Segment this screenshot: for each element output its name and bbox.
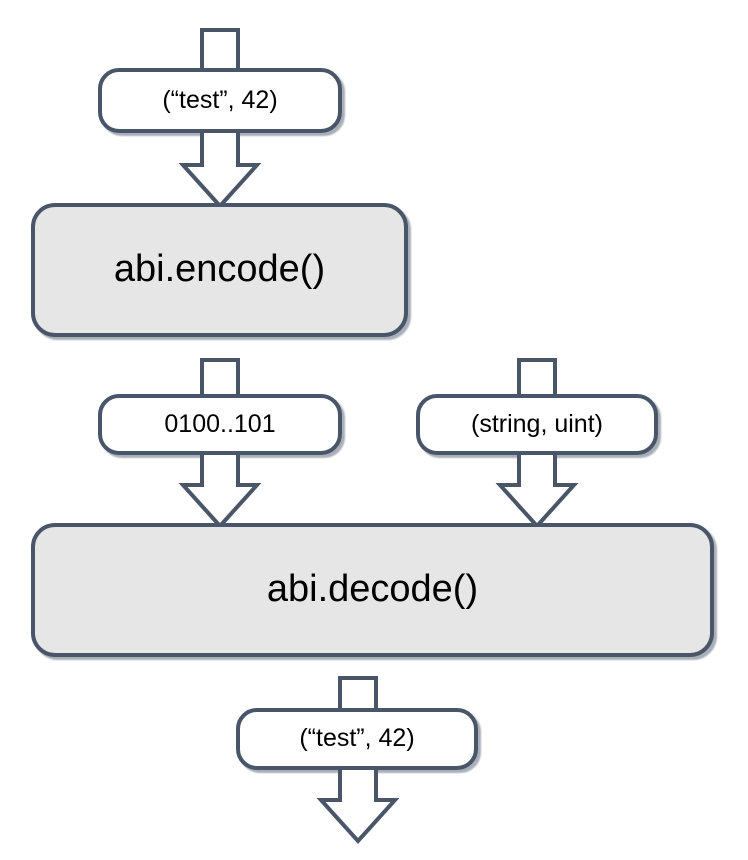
- arrow-down-icon-into-input: [200, 28, 240, 73]
- node-abi-decode: [31, 523, 714, 657]
- arrow-down-icon-out-of-output: [316, 766, 400, 844]
- node-abi-encode: [31, 203, 408, 337]
- arrow-down-icon-decode-to-output: [338, 676, 378, 713]
- node-encoded-bytes: [98, 394, 342, 455]
- node-type-signature: [416, 394, 658, 455]
- arrow-down-icon-signature-to-decode: [495, 451, 579, 529]
- node-output-tuple: [236, 708, 478, 770]
- arrow-down-icon-into-signature: [517, 358, 557, 399]
- arrow-down-icon-bytes-to-decode: [178, 451, 262, 529]
- arrow-down-icon-input-to-encode: [178, 129, 262, 209]
- node-input-tuple: [98, 68, 342, 133]
- arrow-down-icon-encode-to-bytes: [200, 358, 240, 399]
